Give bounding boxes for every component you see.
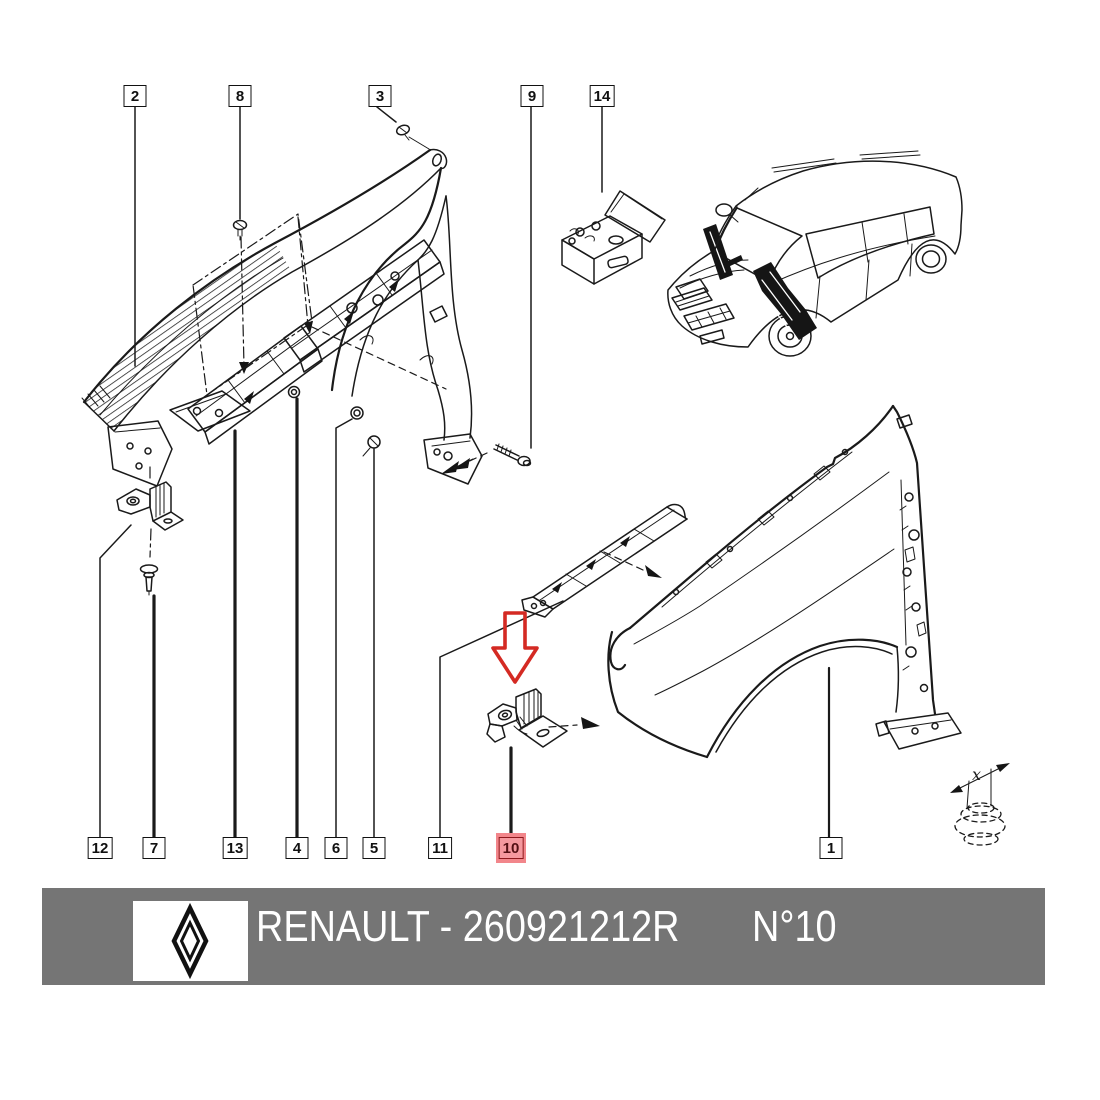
callout-10-highlighted[interactable]: 10 — [498, 837, 524, 859]
grommet-dimension-symbol: x — [950, 763, 1010, 846]
nut-part-4 — [287, 385, 301, 399]
fender-part-1 — [607, 404, 962, 759]
brand-part-number-text: RENAULT - 260921212R — [256, 902, 680, 951]
callout-9[interactable]: 9 — [520, 85, 544, 107]
callout-13[interactable]: 13 — [222, 837, 248, 859]
screw-part-5 — [362, 435, 381, 457]
grommet-part-6 — [350, 406, 364, 420]
screw-part-3 — [395, 124, 411, 141]
callout-14[interactable]: 14 — [589, 85, 615, 107]
callout-12[interactable]: 12 — [87, 837, 113, 859]
clip-part-7 — [139, 564, 159, 596]
callout-5[interactable]: 5 — [362, 837, 386, 859]
bumper-rail-part — [81, 148, 448, 487]
page-ref-text: N°10 — [752, 902, 837, 951]
callout-6[interactable]: 6 — [324, 837, 348, 859]
callout-1[interactable]: 1 — [819, 837, 843, 859]
footer-bar: RENAULT - 260921212R N°10 — [42, 888, 1045, 985]
callout-7[interactable]: 7 — [142, 837, 166, 859]
renault-logo-box — [133, 901, 248, 981]
callout-2[interactable]: 2 — [123, 85, 147, 107]
wheel-arch-liner-part — [330, 166, 483, 485]
bracket-part-10 — [486, 688, 600, 748]
vehicle-locator-illustration — [667, 150, 963, 357]
support-rail-part-11 — [521, 503, 688, 618]
red-highlight-arrow — [491, 611, 539, 684]
callout-8[interactable]: 8 — [228, 85, 252, 107]
heat-shield-parts — [169, 239, 445, 445]
callout-3[interactable]: 3 — [368, 85, 392, 107]
fastener-kit-box-part-14 — [561, 190, 666, 285]
renault-diamond-icon — [171, 902, 209, 980]
leader-lines — [99, 106, 831, 839]
mounting-bracket-part-12 — [116, 481, 184, 531]
callout-11[interactable]: 11 — [428, 837, 452, 859]
bolt-part-9 — [452, 443, 532, 470]
callout-4[interactable]: 4 — [285, 837, 309, 859]
dimension-x-label: x — [972, 765, 981, 784]
screw-part-8 — [232, 219, 248, 241]
